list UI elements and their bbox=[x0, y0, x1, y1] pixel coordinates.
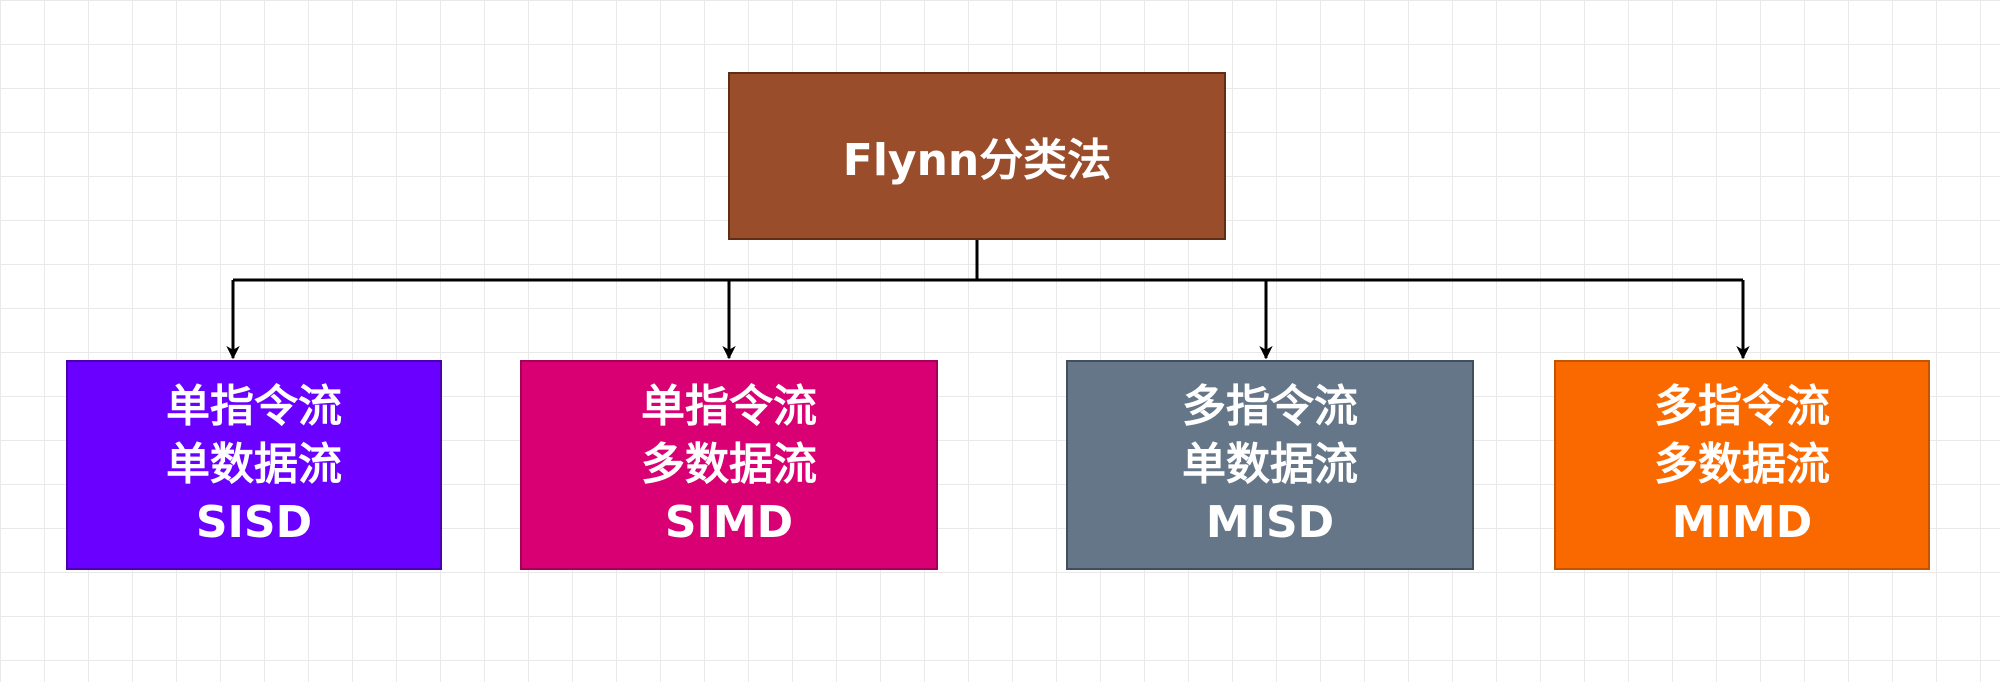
node-simd: 单指令流 多数据流 SIMD bbox=[520, 360, 938, 570]
root-node-label: Flynn分类法 bbox=[842, 135, 1112, 186]
node-sisd-line1: 单指令流 bbox=[166, 381, 342, 432]
node-simd-line1: 单指令流 bbox=[641, 381, 817, 432]
node-sisd-line2: 单数据流 bbox=[166, 439, 342, 490]
node-mimd-line1: 多指令流 bbox=[1654, 381, 1830, 432]
node-simd-line2: 多数据流 bbox=[641, 439, 817, 490]
root-node-flynn: Flynn分类法 bbox=[728, 72, 1226, 240]
node-mimd-abbr: MIMD bbox=[1671, 497, 1813, 548]
node-mimd-line2: 多数据流 bbox=[1654, 439, 1830, 490]
node-misd-line2: 单数据流 bbox=[1182, 439, 1358, 490]
node-misd-line1: 多指令流 bbox=[1182, 381, 1358, 432]
node-sisd-abbr: SISD bbox=[195, 497, 313, 548]
node-simd-abbr: SIMD bbox=[664, 497, 794, 548]
node-mimd: 多指令流 多数据流 MIMD bbox=[1554, 360, 1930, 570]
node-sisd: 单指令流 单数据流 SISD bbox=[66, 360, 442, 570]
node-misd-abbr: MISD bbox=[1205, 497, 1335, 548]
node-misd: 多指令流 单数据流 MISD bbox=[1066, 360, 1474, 570]
